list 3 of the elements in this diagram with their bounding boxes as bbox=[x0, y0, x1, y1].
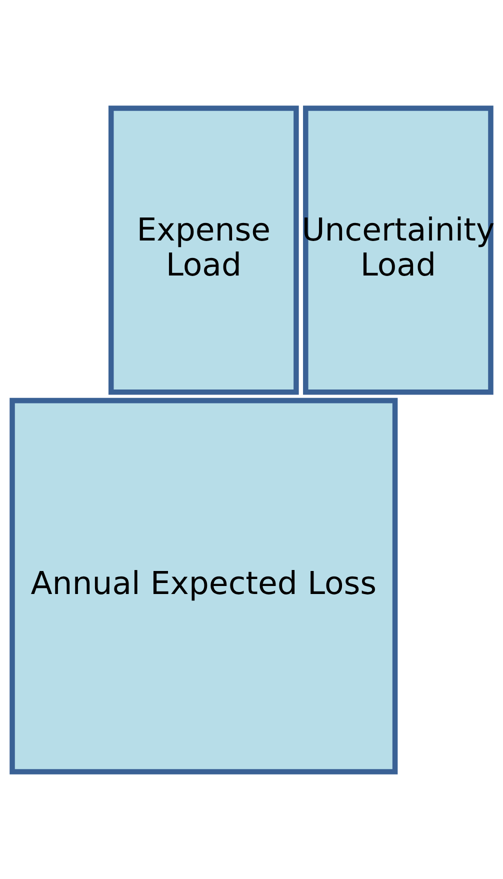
node-box: Annual Expected Loss bbox=[10, 397, 398, 774]
node-box: Expense Load bbox=[108, 105, 299, 394]
node-box: Uncertainity Load bbox=[303, 105, 494, 394]
